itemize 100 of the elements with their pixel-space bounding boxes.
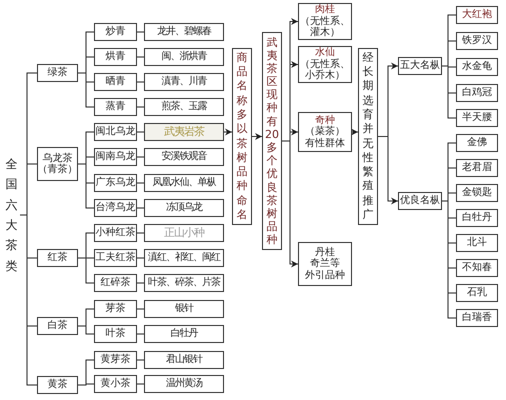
example-box xyxy=(144,224,224,242)
variety-box xyxy=(456,134,498,152)
vertical-text: 经长期选育并无性繁殖推广 xyxy=(361,50,374,222)
category-box xyxy=(37,376,78,394)
variety-box xyxy=(456,32,498,50)
example-box xyxy=(144,73,224,91)
node-label: 黄芽茶 xyxy=(100,354,130,366)
node-label: 外引品种 xyxy=(305,270,345,282)
subcategory-box xyxy=(94,148,137,166)
variety-box xyxy=(398,57,442,75)
subcategory-box xyxy=(94,325,137,343)
node-label: 凤凰水仙、单枞 xyxy=(152,177,216,189)
variety-box xyxy=(456,284,498,302)
example-box xyxy=(144,123,224,141)
node-label: 黄茶 xyxy=(48,379,68,391)
variety-box xyxy=(456,309,498,327)
vertical-text: 全国六大茶类 xyxy=(5,156,18,275)
connector-line xyxy=(78,326,94,334)
node-label: 蒸青 xyxy=(106,101,126,113)
node-label: 白牡丹 xyxy=(462,212,492,224)
category-box xyxy=(37,147,78,181)
node-label: 白茶 xyxy=(48,320,68,332)
node-label: 白鸡冠 xyxy=(462,87,492,99)
subcategory-box xyxy=(94,375,137,393)
node-label: 安溪铁观音 xyxy=(162,151,206,163)
variety-box xyxy=(298,242,352,286)
example-box xyxy=(144,199,224,217)
example-box xyxy=(144,48,224,66)
node-label: 水金龟 xyxy=(462,61,492,73)
node-label: 不知春 xyxy=(462,262,492,274)
variety-box xyxy=(456,234,498,252)
connector-line xyxy=(136,232,144,234)
connector-line xyxy=(78,164,94,208)
note-box xyxy=(358,48,378,225)
variety-box xyxy=(298,46,352,83)
example-box xyxy=(144,375,224,393)
node-label: 肉桂 xyxy=(315,4,335,16)
example-box xyxy=(144,274,224,292)
node-label: 丹桂 xyxy=(315,246,335,258)
node-label: （无性系、灌木） xyxy=(299,16,351,39)
node-label: 北斗 xyxy=(467,237,487,249)
note-box xyxy=(262,32,282,250)
node-label: 银针 xyxy=(175,303,193,315)
connector-line xyxy=(78,72,94,108)
node-label: 铁罗汉 xyxy=(462,35,492,47)
node-label: 炒青 xyxy=(106,26,126,38)
variety-box xyxy=(298,112,352,152)
node-label: 优良名枞 xyxy=(400,195,440,207)
connector-line xyxy=(136,182,144,184)
node-label: 闽北乌龙 xyxy=(96,126,136,138)
subcategory-box xyxy=(94,199,137,217)
connector-line xyxy=(442,200,456,318)
subcategory-box xyxy=(94,48,137,66)
category-box xyxy=(37,249,78,267)
subcategory-box xyxy=(94,73,137,91)
subcategory-box xyxy=(94,98,137,116)
node-label: 水仙 xyxy=(315,47,335,58)
example-box xyxy=(144,98,224,116)
connector-line xyxy=(20,214,38,386)
node-label: 小种红茶 xyxy=(96,227,136,239)
node-label: 金锁匙 xyxy=(462,187,492,199)
example-box xyxy=(144,23,224,41)
node-label: 大红袍 xyxy=(462,9,492,21)
connector-line xyxy=(442,66,456,118)
variety-box xyxy=(456,109,498,127)
node-label: 滇青、川青 xyxy=(162,76,206,88)
arrow xyxy=(351,128,358,136)
subcategory-box xyxy=(94,249,137,267)
node-label: 绿茶 xyxy=(48,67,68,79)
node-label: 冻顶乌龙 xyxy=(166,202,202,214)
subcategory-box xyxy=(94,224,137,242)
node-label: 石乳 xyxy=(467,287,487,299)
category-box xyxy=(37,317,78,335)
connector-line xyxy=(78,384,94,386)
node-label: 烘青 xyxy=(106,51,126,63)
subcategory-box xyxy=(94,123,137,141)
node-label: 晒青 xyxy=(106,76,126,88)
variety-box xyxy=(456,209,498,227)
vertical-text: 商品名称多以茶树品种命名 xyxy=(236,50,248,222)
node-label: 叶茶、碎茶、片茶 xyxy=(148,277,220,289)
example-box xyxy=(144,325,224,343)
node-label: 半天腰 xyxy=(462,112,492,124)
node-label: 叶茶 xyxy=(106,328,126,340)
connector-line xyxy=(136,156,144,158)
node-label: 君山银针 xyxy=(166,354,202,366)
node-label: 闽、浙烘青 xyxy=(162,51,206,63)
example-box xyxy=(144,148,224,166)
connector-line xyxy=(136,56,144,58)
node-label: 白瑞香 xyxy=(462,312,492,324)
example-box xyxy=(144,249,224,267)
node-label: 广东乌龙 xyxy=(96,177,136,189)
variety-box xyxy=(398,192,442,210)
node-label: 有性群体 xyxy=(305,138,345,150)
connector-line xyxy=(136,106,144,108)
subcategory-box xyxy=(94,23,137,41)
arrow xyxy=(224,128,232,136)
node-label: 乌龙茶（青茶） xyxy=(38,152,78,176)
node-label: 红碎茶 xyxy=(100,277,130,289)
subcategory-box xyxy=(94,274,137,292)
node-label: 煎茶、玉露 xyxy=(162,101,206,113)
